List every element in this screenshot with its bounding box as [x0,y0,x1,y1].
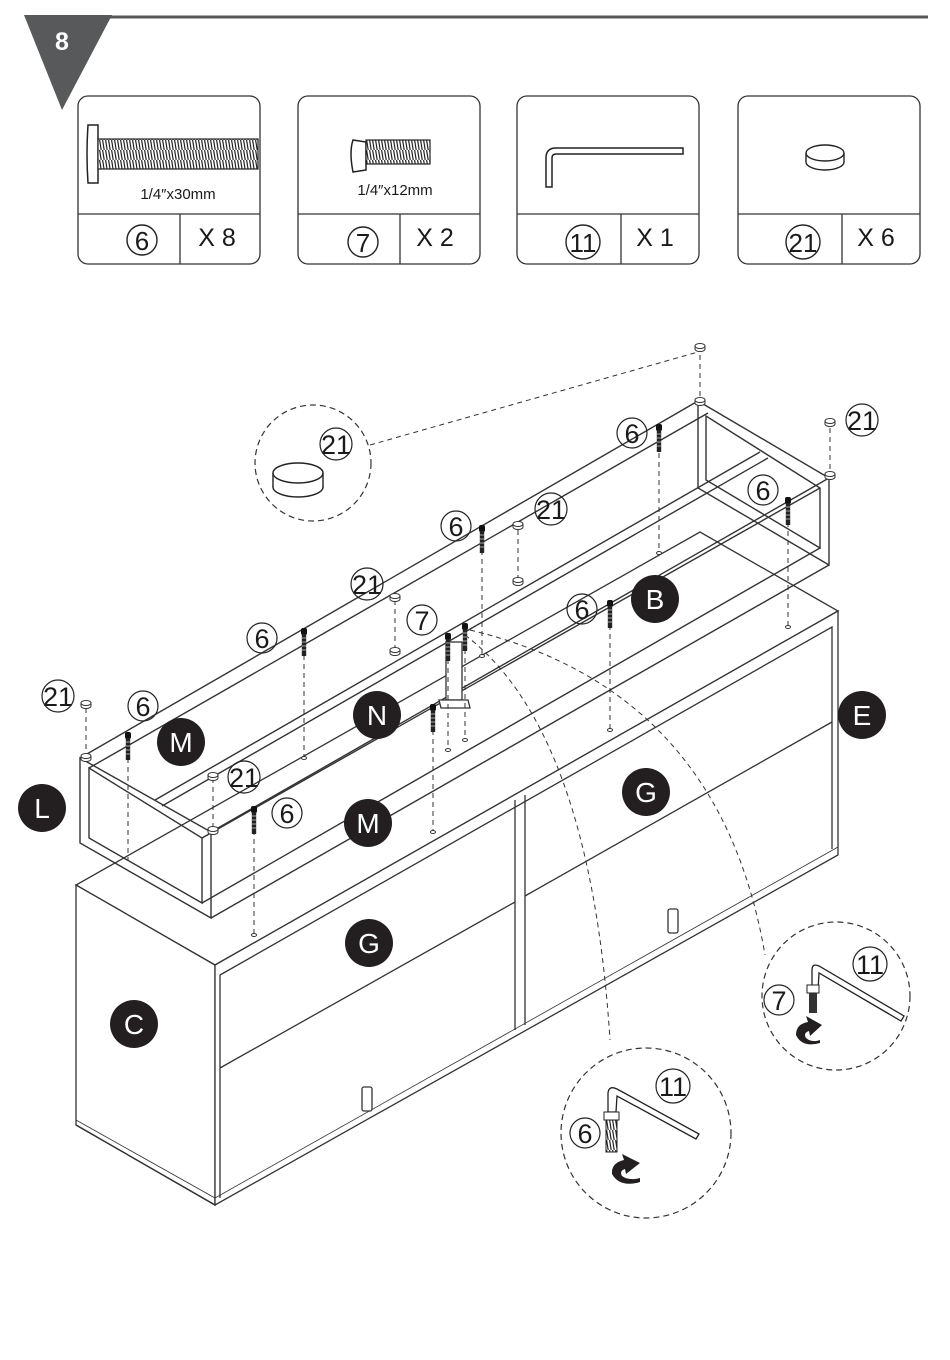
panel-badge-m-bottom: M [344,799,392,847]
callout-screw: 6 [755,476,770,506]
cap-icon [695,344,705,352]
hardware-size: 1/4″x30mm [140,186,215,203]
hardware-quantity: X 8 [198,224,236,252]
step-number: 8 [55,28,69,56]
detail-cap: 21 [255,405,371,521]
detail-key-long-screw: 6 11 [561,1048,731,1218]
callout-key: 11 [856,950,884,980]
cap-icon [273,463,323,483]
bolt-icon [125,732,131,760]
bolt-icon [607,600,613,628]
svg-text:B: B [646,584,665,615]
hardware-size: 1/4″x12mm [357,182,432,199]
cap-icon [513,578,523,586]
panel-badge-c: C [110,1000,158,1048]
cap-icon [390,648,400,656]
cap-icon [695,398,705,406]
cap-icon [208,773,218,781]
bolt-icon [479,525,485,553]
svg-text:G: G [358,928,380,959]
hardware-card-cap: 21 X 6 [738,96,920,264]
panel-badge-b: B [631,575,679,623]
panel-badge-g-left: G [345,919,393,967]
callout-cap: 21 [321,430,351,460]
panel-badge-l: L [18,784,66,832]
callout-screw: 6 [448,512,463,542]
callout-screw: 6 [279,799,294,829]
panel-badge-e: E [838,691,886,739]
bolt-icon [445,633,451,661]
hardware-number: 21 [789,228,818,258]
callout-screw: 6 [574,595,589,625]
cap-icon [825,419,835,427]
svg-text:G: G [635,777,657,808]
svg-text:M: M [356,808,379,839]
svg-text:C: C [124,1009,144,1040]
hardware-card-screw-30: 1/4″x30mm 6 X 8 [78,96,260,264]
cap-icon [390,594,400,602]
cap-icon [806,145,844,170]
hardware-card-screw-12: 1/4″x12mm 7 X 2 [298,96,480,264]
bolt-icon [251,806,257,834]
cap-icon [81,701,91,709]
hardware-number: 11 [570,228,597,258]
hardware-quantity: X 2 [416,224,454,252]
cap-icon [81,754,91,762]
bolt-icon [785,497,791,525]
bolt-icon [430,704,436,732]
svg-text:L: L [34,793,50,824]
hardware-quantity: X 1 [636,224,674,252]
svg-text:N: N [367,700,387,731]
hardware-number: 7 [356,228,370,258]
hardware-card-allen-key: 11 X 1 [517,96,699,264]
detail-key-short-screw: 7 11 [762,922,910,1070]
callout-key: 11 [659,1072,687,1102]
callout-screw: 6 [624,419,639,449]
bolt-icon [301,628,307,656]
cap-icon [208,827,218,835]
callout-short-screw: 7 [414,606,429,636]
bolt-icon [656,424,662,452]
hardware-number: 6 [135,226,149,256]
cap-icon [825,472,835,480]
panel-badge-g-right: G [622,768,670,816]
callout-screw: 6 [254,624,269,654]
bolt-icon [462,623,468,651]
svg-text:M: M [169,727,192,758]
cap-icon [513,522,523,530]
svg-text:E: E [853,700,872,731]
callout-short-screw: 7 [771,986,786,1016]
panel-badge-m-top: M [157,718,205,766]
panel-badge-n: N [353,691,401,739]
callout-screw: 6 [135,692,150,722]
callout-screw: 6 [577,1119,592,1149]
hardware-quantity: X 6 [857,224,895,252]
